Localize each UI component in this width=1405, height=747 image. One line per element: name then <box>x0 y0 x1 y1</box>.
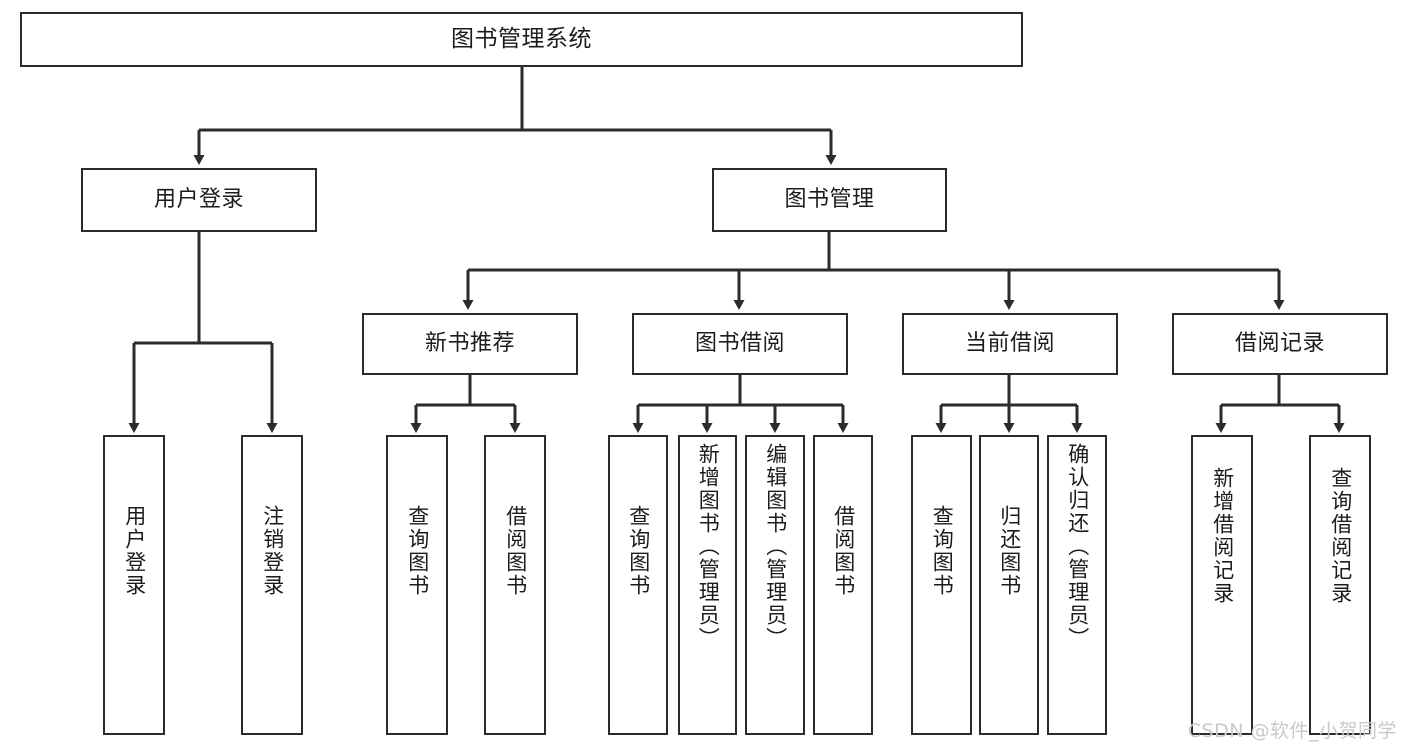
node-root[interactable]: 图书管理系统 <box>20 12 1023 67</box>
node-leaf-logout-login[interactable]: 注销登录 <box>241 435 303 735</box>
node-leaf-query-book-3[interactable]: 查询图书 <box>911 435 972 735</box>
node-root-label: 图书管理系统 <box>451 26 592 53</box>
node-leaf-borrow-book-1[interactable]: 借阅图书 <box>484 435 546 735</box>
node-leaf-query-book-1[interactable]: 查询图书 <box>386 435 448 735</box>
node-new-book-recommend[interactable]: 新书推荐 <box>362 313 578 375</box>
watermark-text: CSDN @软件_小贺同学 <box>1187 720 1397 742</box>
node-user-login-label: 用户登录 <box>153 187 244 213</box>
node-leaf-return-book[interactable]: 归还图书 <box>979 435 1039 735</box>
node-leaf-user-login-label: 用户登录 <box>122 505 147 597</box>
node-leaf-query-book-2[interactable]: 查询图书 <box>608 435 668 735</box>
node-new-book-recommend-label: 新书推荐 <box>424 331 515 357</box>
node-leaf-query-record-label: 查询借阅记录 <box>1328 467 1353 605</box>
node-user-login[interactable]: 用户登录 <box>81 168 317 232</box>
node-leaf-return-book-label: 归还图书 <box>997 505 1022 597</box>
node-leaf-confirm-return[interactable]: 确认归还（管理员） <box>1047 435 1107 735</box>
node-leaf-query-record[interactable]: 查询借阅记录 <box>1309 435 1371 735</box>
node-book-management[interactable]: 图书管理 <box>712 168 947 232</box>
node-leaf-logout-login-label: 注销登录 <box>260 505 285 597</box>
node-leaf-borrow-book-2-label: 借阅图书 <box>831 505 856 597</box>
node-leaf-confirm-return-label: 确认归还（管理员） <box>1065 443 1090 650</box>
node-current-borrow[interactable]: 当前借阅 <box>902 313 1118 375</box>
node-book-borrow-label: 图书借阅 <box>694 331 785 357</box>
node-leaf-add-book-label: 新增图书（管理员） <box>696 443 721 650</box>
node-leaf-edit-book[interactable]: 编辑图书（管理员） <box>745 435 805 735</box>
node-leaf-query-book-3-label: 查询图书 <box>930 505 955 597</box>
node-book-management-label: 图书管理 <box>784 187 875 213</box>
node-leaf-query-book-1-label: 查询图书 <box>405 505 430 597</box>
node-leaf-add-book[interactable]: 新增图书（管理员） <box>678 435 737 735</box>
node-leaf-add-record-label: 新增借阅记录 <box>1210 467 1235 605</box>
node-leaf-borrow-book-1-label: 借阅图书 <box>503 505 528 597</box>
node-borrow-record[interactable]: 借阅记录 <box>1172 313 1388 375</box>
node-leaf-borrow-book-2[interactable]: 借阅图书 <box>813 435 873 735</box>
node-current-borrow-label: 当前借阅 <box>964 331 1055 357</box>
node-leaf-edit-book-label: 编辑图书（管理员） <box>763 443 788 650</box>
node-borrow-record-label: 借阅记录 <box>1234 331 1325 357</box>
node-leaf-user-login[interactable]: 用户登录 <box>103 435 165 735</box>
node-book-borrow[interactable]: 图书借阅 <box>632 313 848 375</box>
node-leaf-add-record[interactable]: 新增借阅记录 <box>1191 435 1253 735</box>
node-leaf-query-book-2-label: 查询图书 <box>626 505 651 597</box>
